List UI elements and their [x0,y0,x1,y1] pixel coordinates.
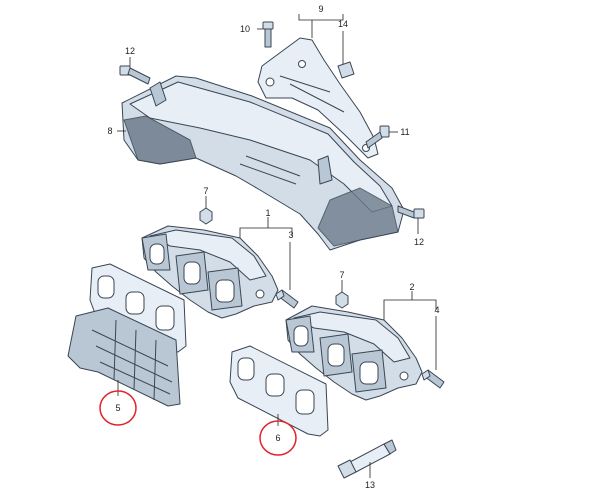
callout-1: 1 [265,208,270,218]
callout-3: 3 [288,230,293,240]
callout-8: 8 [107,126,112,136]
nut-7-right [335,291,349,309]
highlight-ring-6 [259,420,297,456]
heat-shield [121,75,405,251]
sealant-tube [337,439,397,479]
stud-4 [421,369,445,389]
leader-lines [117,14,437,478]
exhaust-manifold-right [285,305,423,401]
callout-13: 13 [365,480,375,490]
exhaust-manifold-left [141,225,279,319]
highlight-ring-5 [99,390,137,426]
callout-14: 14 [338,19,348,29]
callout-6: 6 [275,433,280,443]
nut-7-left [199,207,213,225]
callout-2: 2 [409,282,414,292]
callout-7-right: 7 [339,270,344,280]
callout-9: 9 [318,4,323,14]
bolt-12-right [397,205,425,219]
gasket-right [229,345,329,437]
bolt-10 [262,21,274,48]
gasket-shield-plate [67,307,181,407]
callout-11: 11 [400,127,409,137]
callout-12-top: 12 [125,46,135,56]
callout-4: 4 [434,305,439,315]
callout-10: 10 [240,24,250,34]
clip-nut-14 [337,61,355,79]
bolt-12-top [119,65,151,85]
callout-5: 5 [115,403,120,413]
gasket-left [89,263,187,353]
stud-3 [275,289,299,309]
bolt-11 [365,125,390,149]
bracket [257,37,379,159]
callout-7-left: 7 [203,186,208,196]
callout-12-right: 12 [414,237,424,247]
